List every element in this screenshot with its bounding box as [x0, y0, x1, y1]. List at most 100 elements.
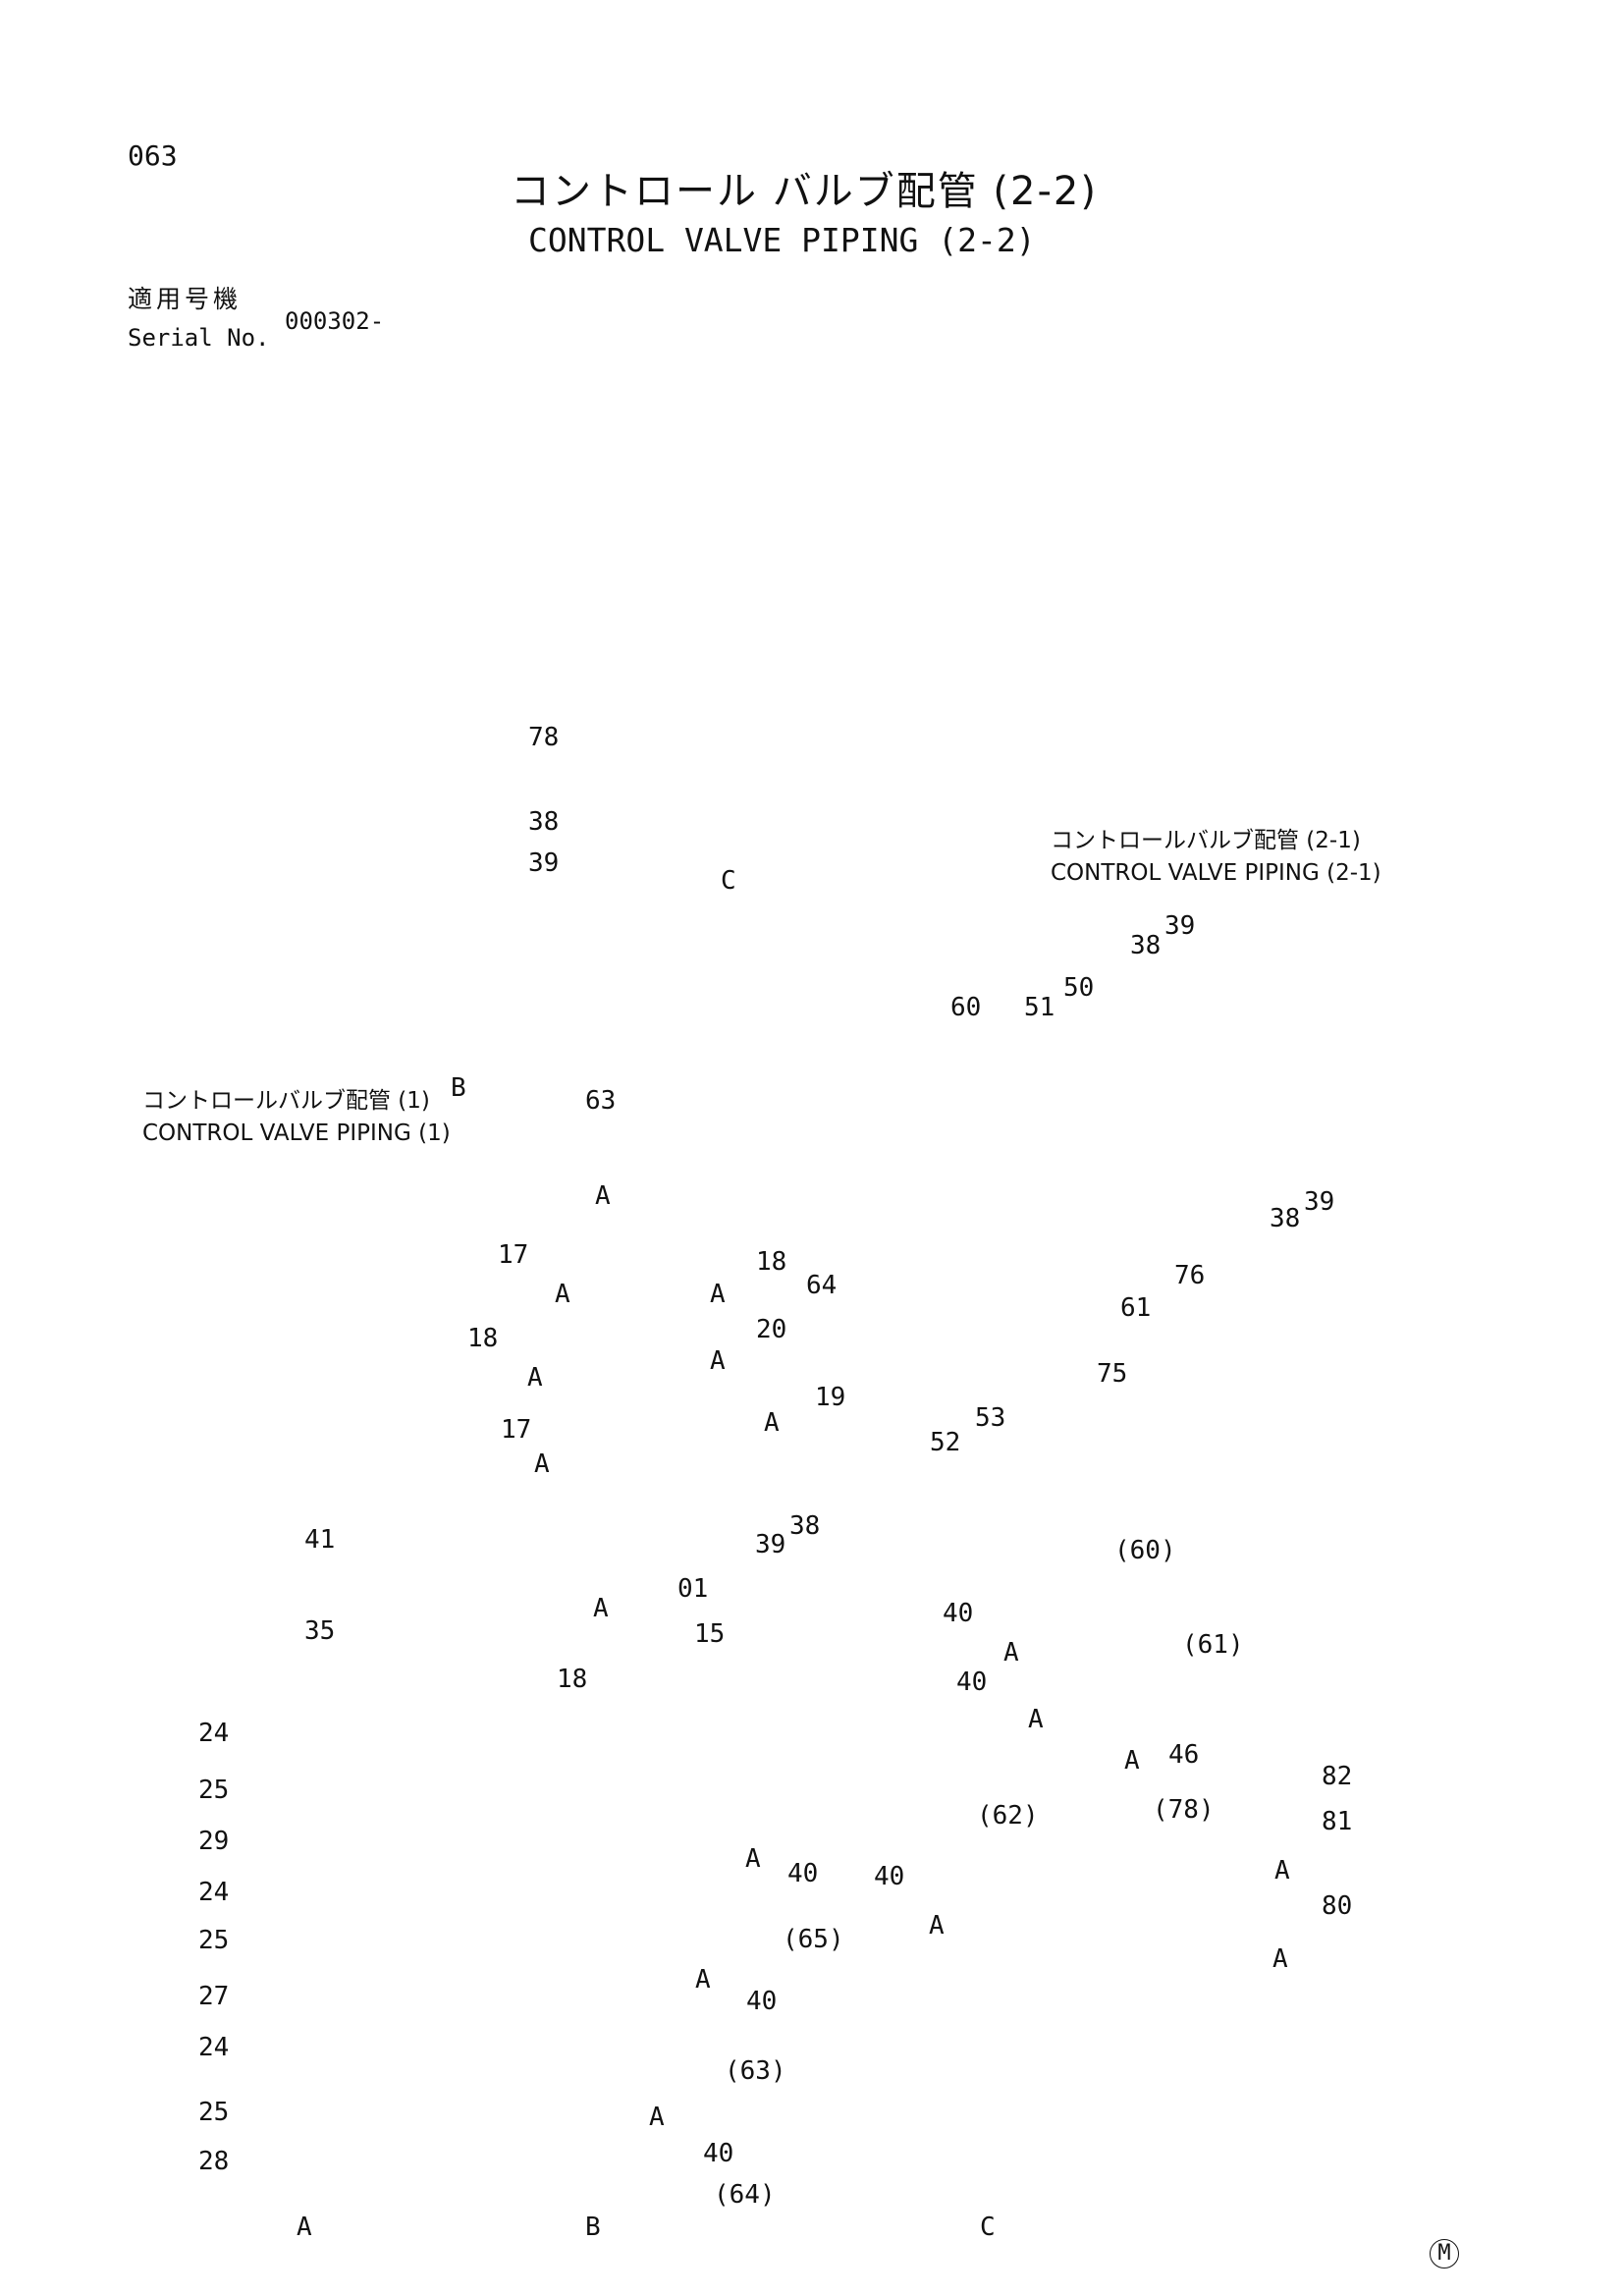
- serial-label-japanese: 適用号機: [128, 285, 243, 313]
- callout-61: 61: [1120, 1293, 1152, 1323]
- serial-number-value: 000302-: [285, 307, 385, 335]
- reference-cv-2-1-jp: コントロールバルブ配管 (2-1): [1051, 828, 1361, 853]
- callout-60: 60: [950, 993, 982, 1022]
- o-ring-39-upper: [632, 853, 644, 859]
- detail-c-callout-a6: A: [1272, 1944, 1288, 1974]
- detail-a-callout-25-top: 25: [198, 1776, 230, 1805]
- callout-18-left: 18: [467, 1324, 499, 1353]
- detail-a-callout-25-low: 25: [198, 2098, 230, 2127]
- detail-c-label: C: [976, 2214, 1000, 2240]
- detail-a-callout-35: 35: [304, 1616, 336, 1646]
- callout-63: 63: [585, 1086, 617, 1116]
- callout-78: 78: [528, 723, 560, 752]
- callout-sub-a7: A: [593, 1594, 609, 1623]
- detail-a-callout-41: 41: [304, 1525, 336, 1555]
- callout-50: 50: [1063, 973, 1095, 1003]
- o-ring-39-right: [1168, 1018, 1180, 1030]
- callout-detail-a-marker: A: [595, 1181, 611, 1211]
- revision-mark: M: [1430, 2239, 1459, 2269]
- title-japanese: コントロール バルブ配管 (2-2): [511, 169, 1098, 214]
- detail-b-callout-a2: A: [695, 1965, 711, 1995]
- detail-c-callout-80: 80: [1322, 1891, 1353, 1921]
- detail-c-callout-a1: A: [1003, 1638, 1019, 1667]
- valve-stack: [674, 913, 835, 1232]
- detail-a-callout-24-mid: 24: [198, 1878, 230, 1907]
- detail-b-callout-40-top: 40: [787, 1859, 819, 1888]
- title-english: CONTROL VALVE PIPING (2-2): [528, 221, 1036, 259]
- reference-cv-2-1-en: CONTROL VALVE PIPING (2-1): [1051, 860, 1381, 886]
- callout-53: 53: [975, 1403, 1006, 1433]
- callout-19: 19: [815, 1383, 846, 1412]
- callout-64: 64: [806, 1271, 838, 1300]
- callout-detail-c-marker: C: [721, 866, 736, 896]
- callout-39-bottom: 39: [755, 1530, 786, 1559]
- engine-outline: [194, 829, 877, 1291]
- fitting-38-right: [1127, 1023, 1151, 1035]
- callout-39: 39: [528, 848, 560, 878]
- detail-c-frame: [859, 1532, 1370, 2259]
- page-number: 063: [128, 139, 178, 172]
- detail-b-callout-40-low: 40: [703, 2139, 734, 2168]
- callout-39-right: 39: [1164, 911, 1196, 941]
- callout-17: 17: [498, 1240, 529, 1270]
- detail-c-callout-a2: A: [1028, 1705, 1044, 1734]
- detail-c-callout-82: 82: [1322, 1762, 1353, 1791]
- detail-c-valve: [962, 1576, 1325, 2219]
- callout-38-bottom: 38: [789, 1511, 821, 1541]
- callout-sub-a3: A: [710, 1346, 726, 1376]
- detail-a-callout-29: 29: [198, 1827, 230, 1856]
- serial-label-english: Serial No.: [128, 324, 270, 352]
- callout-sub-a1: A: [555, 1280, 570, 1309]
- detail-c-callout-40-top: 40: [943, 1599, 974, 1628]
- callout-38: 38: [528, 807, 560, 837]
- control-valve-2-1: [1232, 899, 1404, 1090]
- detail-a-callout-25-mid: 25: [198, 1926, 230, 1955]
- detail-b-callout-64: (64): [714, 2180, 776, 2210]
- detail-b-callout-a1: A: [745, 1844, 761, 1874]
- fitting-38-upper: [630, 800, 648, 825]
- detail-c-callout-40-mid: 40: [956, 1667, 988, 1697]
- detail-a-parts: [255, 1478, 414, 2174]
- callout-38-right: 38: [1130, 931, 1162, 960]
- detail-c-callout-62: (62): [977, 1801, 1039, 1831]
- callout-38-lower: 38: [1270, 1204, 1301, 1233]
- detail-c-callout-81: 81: [1322, 1807, 1353, 1836]
- detail-b-callout-65: (65): [783, 1925, 844, 1954]
- detail-c-callout-a3: A: [1124, 1746, 1140, 1776]
- detail-c-callout-61: (61): [1182, 1630, 1244, 1660]
- callout-detail-b-marker: B: [451, 1073, 466, 1103]
- detail-c-callout-a5: A: [929, 1911, 945, 1941]
- detail-a-callout-24-top: 24: [198, 1719, 230, 1748]
- callout-01: 01: [677, 1574, 709, 1604]
- detail-b-callout-a3: A: [649, 2103, 665, 2132]
- callout-15: 15: [694, 1619, 726, 1649]
- callout-52: 52: [930, 1428, 961, 1457]
- callout-51: 51: [1024, 993, 1055, 1022]
- detail-a-callout-28: 28: [198, 2147, 230, 2176]
- detail-b-callout-40-mid: 40: [746, 1987, 778, 2016]
- detail-b-label: B: [581, 2214, 605, 2240]
- detail-b-callout-63: (63): [725, 2056, 786, 2086]
- detail-a-callout-24-low: 24: [198, 2033, 230, 2062]
- detail-a-callout-27: 27: [198, 1982, 230, 2011]
- callout-75: 75: [1097, 1359, 1128, 1389]
- callout-18: 18: [756, 1247, 787, 1277]
- callout-18-bottom: 18: [557, 1665, 588, 1694]
- detail-a-label: A: [293, 2214, 316, 2240]
- callout-sub-a6: A: [534, 1449, 550, 1479]
- callout-17-left: 17: [501, 1415, 532, 1445]
- reference-cv-1-jp: コントロールバルブ配管 (1): [142, 1088, 430, 1114]
- detail-c-callout-40-low: 40: [874, 1862, 905, 1891]
- detail-c-callout-60: (60): [1114, 1536, 1176, 1565]
- callout-20: 20: [756, 1315, 787, 1344]
- detail-c-callout-46: 46: [1168, 1740, 1200, 1770]
- machine-frame-overview: [137, 391, 776, 774]
- callout-sub-a4: A: [527, 1363, 543, 1393]
- callout-sub-a2: A: [710, 1280, 726, 1309]
- detail-c-callout-78: (78): [1153, 1795, 1215, 1825]
- pipe-78: [599, 613, 697, 805]
- callout-76: 76: [1174, 1261, 1206, 1290]
- detail-c-callout-a4: A: [1274, 1856, 1290, 1886]
- reference-cv-1-en: CONTROL VALVE PIPING (1): [142, 1121, 451, 1146]
- callout-sub-a5: A: [764, 1408, 780, 1438]
